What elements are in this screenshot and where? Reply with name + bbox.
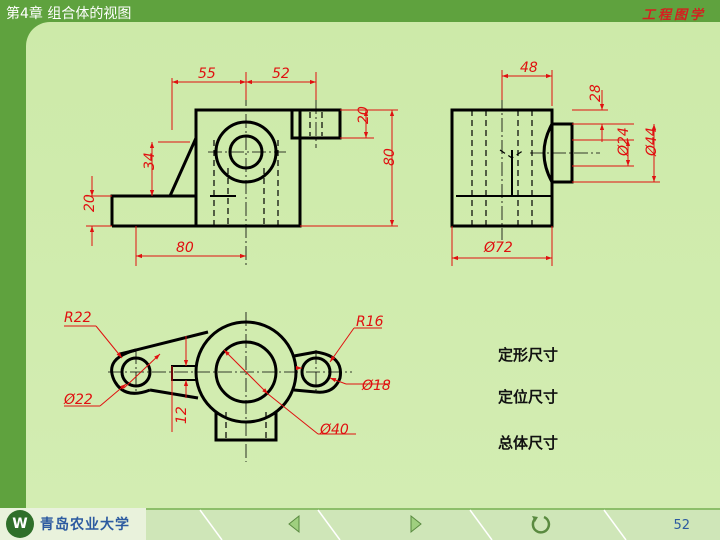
dim-text: 12 [174, 406, 190, 424]
prev-button[interactable] [282, 512, 306, 536]
chapter-title: 第4章 组合体的视图 [6, 6, 132, 22]
university-emblem-icon: W [6, 510, 34, 538]
dim-text: 80 [382, 148, 398, 166]
dim-text: 80 [176, 240, 194, 256]
next-arrow-icon [410, 514, 422, 534]
dim-text: 48 [520, 60, 538, 76]
page-number: 52 [673, 518, 690, 533]
dim-text: Ø18 [361, 378, 391, 394]
dim-text: Ø40 [319, 422, 349, 438]
content-panel [26, 22, 720, 508]
dim-text: 20 [82, 194, 98, 212]
top-dims [64, 325, 390, 435]
course-title: 工程图学 [641, 8, 706, 23]
front-hidden-lines [213, 112, 323, 226]
engineering-drawing: 55 52 20 34 80 20 80 [63, 60, 660, 462]
side-hidden-lines [471, 110, 533, 226]
dim-text: 52 [272, 66, 290, 82]
university-name: 青岛农业大学 [40, 517, 130, 533]
prev-arrow-icon [288, 514, 300, 534]
overall-dims-label: 总体尺寸 [498, 434, 559, 452]
front-centerlines [208, 92, 317, 266]
dim-text: Ø44 [644, 127, 660, 157]
top-hidden-lines [225, 412, 267, 440]
front-dim-text: 55 52 20 34 80 20 80 [82, 66, 398, 256]
dim-text: 28 [588, 84, 604, 102]
position-dims-label: 定位尺寸 [498, 388, 559, 406]
dim-text: R16 [356, 314, 384, 330]
dim-text: 34 [142, 152, 158, 170]
top-dim-text: R22 R16 Ø18 Ø22 12 Ø40 [63, 310, 391, 438]
side-dim-text: 48 28 Ø24 Ø44 Ø72 [483, 60, 660, 256]
side-dims [451, 70, 660, 266]
return-icon [531, 515, 551, 534]
dim-text: R22 [64, 310, 92, 326]
university-logo: W 青岛农业大学 [0, 508, 146, 540]
shape-dims-label: 定形尺寸 [498, 346, 559, 364]
title-bar: 第4章 组合体的视图 工程图学 [0, 0, 720, 24]
dim-text: 20 [356, 106, 372, 124]
dim-text: 55 [198, 66, 216, 82]
return-button[interactable] [528, 512, 552, 536]
front-dims [86, 72, 398, 266]
dim-text: Ø24 [616, 127, 632, 157]
side-view [450, 108, 574, 228]
next-button[interactable] [404, 512, 428, 536]
dim-text: Ø22 [63, 392, 93, 408]
dim-text: Ø72 [483, 240, 513, 256]
side-centerlines [501, 96, 600, 240]
